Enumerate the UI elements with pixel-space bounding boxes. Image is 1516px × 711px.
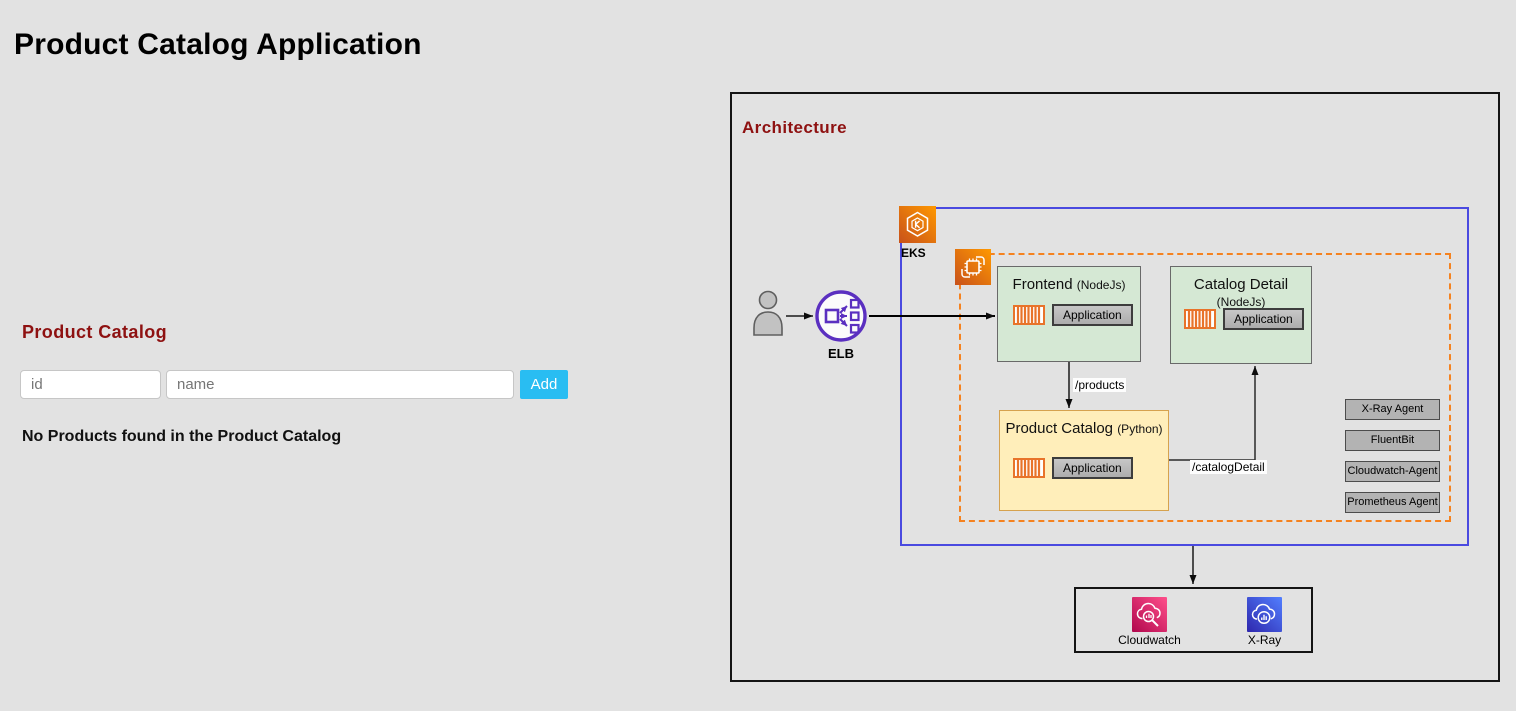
cloudwatch-agent-box: Cloudwatch-Agent [1345,461,1440,482]
xray-icon [1247,597,1282,632]
catalog-detail-runtime: (NodeJs) [1216,295,1266,309]
add-button[interactable]: Add [520,370,568,399]
xray-agent-box: X-Ray Agent [1345,399,1440,420]
architecture-panel: Architecture ELB [730,92,1500,682]
catalog-detail-node: Catalog Detail (NodeJs) Application [1170,266,1312,364]
catalog-detail-title: Catalog Detail (NodeJs) [1171,267,1311,310]
page-title: Product Catalog Application [14,28,422,61]
id-input[interactable] [20,370,161,399]
product-catalog-title: Product Catalog (Python) [1000,411,1168,437]
cloudwatch-icon [1132,597,1167,632]
monitoring-box: Cloudwatch X-Ray [1074,587,1313,653]
eks-icon [899,206,936,243]
xray-label: X-Ray [1247,633,1282,647]
frontend-application-box: Application [1052,304,1133,326]
container-icon [1184,309,1216,329]
elb-icon [815,290,867,342]
empty-message: No Products found in the Product Catalog [22,428,342,445]
product-catalog-title-text: Product Catalog [1005,420,1114,437]
fluentbit-box: FluentBit [1345,430,1440,451]
elb-label: ELB [828,346,854,361]
edge-label-products: /products [1073,378,1127,392]
catalog-heading: Product Catalog [22,322,168,342]
prometheus-agent-box: Prometheus Agent [1345,492,1440,513]
cloudwatch-label: Cloudwatch [1118,633,1181,647]
catalog-detail-application-box: Application [1223,308,1304,330]
container-icon [1013,458,1045,478]
frontend-title-text: Frontend [1012,276,1073,293]
catalog-detail-title-text: Catalog Detail [1193,276,1289,293]
name-input[interactable] [166,370,514,399]
compute-icon [955,249,991,285]
architecture-heading: Architecture [742,118,847,137]
product-catalog-node: Product Catalog (Python) Application [999,410,1169,511]
container-icon [1013,305,1045,325]
fargate-dashed-box [959,253,1451,522]
frontend-node: Frontend (NodeJs) Application [997,266,1141,362]
eks-cluster-box [900,207,1469,546]
eks-label: EKS [901,246,926,260]
add-product-form: Add [20,370,568,399]
product-catalog-application-box: Application [1052,457,1133,479]
product-catalog-runtime: (Python) [1117,422,1163,436]
frontend-title: Frontend (NodeJs) [998,267,1140,293]
edge-label-catalog-detail: /catalogDetail [1190,460,1267,474]
frontend-runtime: (NodeJs) [1076,278,1126,292]
user-icon [753,290,783,336]
